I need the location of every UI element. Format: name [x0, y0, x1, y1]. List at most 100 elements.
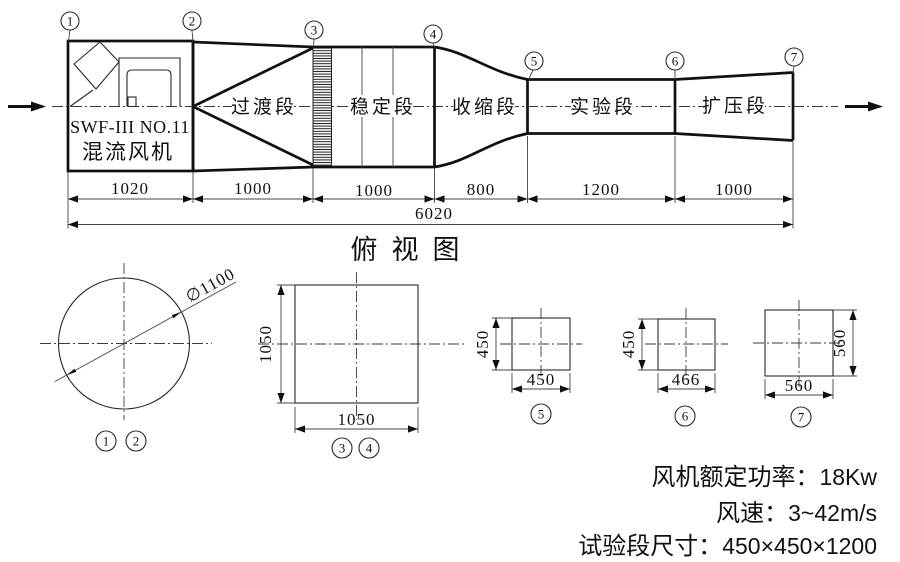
dim-text-total: 6020 — [415, 204, 453, 223]
dimension-chain: 1020 1000 1000 800 1200 1000 6020 — [67, 136, 794, 229]
station-markers: 1 2 3 4 5 — [60, 11, 804, 80]
diffuser-section — [674, 71, 795, 142]
fan-motor-foot — [127, 96, 137, 108]
label-shield — [351, 95, 413, 117]
duct-outline — [657, 318, 716, 371]
section-label-transition: 过渡段 — [231, 96, 297, 118]
station-marker-3b: 3 — [331, 437, 353, 459]
dim-text-width: 450 — [527, 370, 556, 389]
test-section — [526, 78, 677, 135]
label-shield — [232, 95, 294, 117]
spec-notes: 风机额定功率：18Kw 风速：3~42m/s 试验段尺寸：450×450×120… — [578, 464, 877, 560]
label-shield — [571, 95, 633, 117]
label-shield — [703, 94, 765, 116]
section-labels: 过渡段 稳定段 收缩段 实验段 扩压段 — [231, 94, 768, 118]
stabilization-section — [312, 45, 436, 169]
transition-top-edge — [192, 40, 314, 49]
diameter-arrow — [66, 368, 77, 376]
fan-section: SWF-III NO.11 混流风机 — [66, 39, 195, 173]
section-label-test: 实验段 — [570, 96, 636, 118]
dim-text-height: 1050 — [256, 325, 275, 363]
dim-text-800: 800 — [467, 180, 496, 199]
dim-text-height: 560 — [830, 329, 849, 358]
spec-speed: 风速：3~42m/s — [716, 500, 877, 527]
station-marker-5b: 5 — [530, 403, 552, 425]
top-view-drawing: SWF-III NO.11 混流风机 — [8, 11, 883, 265]
view-title: 俯视图 — [351, 235, 474, 265]
spec-size-value: 450×450×1200 — [722, 533, 877, 559]
contraction-section — [434, 45, 528, 169]
station-marker-1b: 1 — [95, 430, 117, 452]
dim-text-height: 450 — [473, 330, 492, 359]
transition-bottom-edge — [192, 165, 314, 173]
station-marker-2: 2 — [182, 11, 202, 43]
spec-power-value: 18Kw — [819, 464, 877, 490]
fan-motor-outline — [118, 57, 181, 107]
duct-outline — [511, 317, 571, 371]
dim-text-width: 1050 — [338, 410, 376, 429]
dim-text-1000a: 1000 — [234, 179, 272, 198]
outlet-flow-arrow-icon — [845, 101, 883, 112]
svg-text:6: 6 — [682, 409, 689, 424]
station-marker-4: 4 — [423, 24, 443, 48]
svg-text:4: 4 — [366, 441, 373, 456]
svg-text:1: 1 — [103, 434, 110, 449]
duct-outline — [764, 309, 834, 377]
section-label-stabilization: 稳定段 — [350, 96, 416, 118]
svg-text:1: 1 — [67, 14, 74, 29]
contraction-bottom-curve — [434, 132, 528, 169]
svg-text:2: 2 — [189, 14, 196, 29]
diffuser-top-edge — [674, 71, 794, 81]
dim-text-1000b: 1000 — [355, 181, 393, 200]
station-marker-6: 6 — [665, 51, 685, 80]
station-marker-7: 7 — [784, 47, 804, 73]
section-label-diffuser: 扩压段 — [702, 95, 768, 117]
cross-section-450: 450 450 5 — [473, 308, 582, 425]
svg-text:6: 6 — [672, 54, 679, 69]
label-shield — [453, 95, 515, 117]
dim-text-height: 450 — [619, 330, 638, 359]
svg-text:3: 3 — [311, 23, 318, 38]
fan-impeller-diamond — [73, 41, 120, 90]
diameter-dim-line — [54, 281, 237, 382]
cross-section-1050: 1050 1050 3 4 — [256, 272, 465, 459]
dim-text-width: 560 — [785, 376, 814, 395]
spec-size: 试验段尺寸：450×450×1200 — [578, 533, 877, 560]
transition-section — [191, 40, 314, 173]
inlet-flow-arrow-icon — [8, 101, 46, 112]
station-marker-3: 3 — [304, 20, 324, 48]
svg-text:7: 7 — [791, 50, 798, 65]
fan-name-label: 混流风机 — [82, 141, 174, 164]
station-marker-4b: 4 — [358, 437, 380, 459]
station-marker-1: 1 — [60, 11, 80, 42]
transition-cone-upper — [192, 46, 314, 108]
fan-model-label: SWF-III NO.11 — [70, 117, 190, 137]
fan-outlet-circle — [57, 277, 191, 410]
spec-speed-label: 风速： — [716, 500, 788, 527]
cross-section-466: 450 466 6 — [619, 308, 728, 427]
dim-text-width: 466 — [672, 370, 701, 389]
diameter-text: ∅1100 — [182, 264, 238, 306]
fan-motor-body — [126, 69, 172, 107]
station-marker-5: 5 — [524, 51, 544, 80]
cross-section-560: 560 560 7 — [753, 300, 857, 428]
transition-cone-lower — [192, 105, 314, 167]
svg-text:5: 5 — [538, 407, 545, 422]
honeycomb-screen — [312, 46, 332, 168]
dim-text-1020: 1020 — [111, 179, 149, 198]
spec-speed-value: 3~42m/s — [788, 500, 877, 526]
contraction-top-curve — [434, 45, 528, 81]
diffuser-bottom-edge — [674, 132, 794, 142]
duct-outline — [294, 284, 419, 404]
spec-power-label: 风机额定功率： — [651, 464, 819, 491]
svg-text:7: 7 — [798, 410, 805, 425]
spec-power: 风机额定功率：18Kw — [651, 464, 877, 491]
section-label-contraction: 收缩段 — [452, 96, 518, 118]
fan-impeller-line — [69, 89, 94, 107]
diameter-arrow — [171, 311, 182, 319]
svg-text:4: 4 — [430, 27, 437, 42]
station-marker-2b: 2 — [125, 430, 147, 452]
svg-text:2: 2 — [133, 434, 140, 449]
spec-size-label: 试验段尺寸： — [578, 533, 722, 560]
